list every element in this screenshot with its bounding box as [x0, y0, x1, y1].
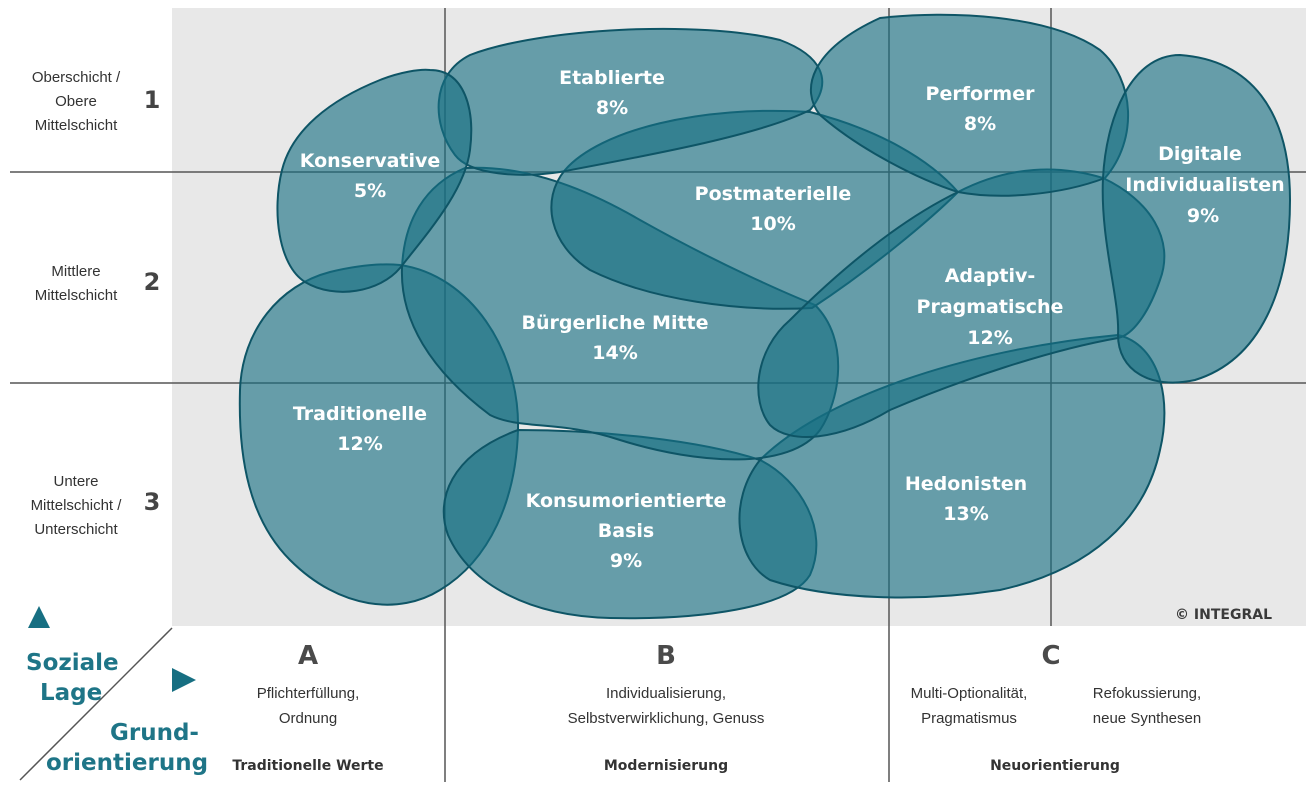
row-2-label-line1: Mittlere — [51, 263, 100, 280]
share-postmaterielle: 10% — [750, 213, 795, 235]
label-digitale-line2: Individualisten — [1125, 174, 1284, 196]
blob-digitale — [1101, 53, 1292, 384]
share-digitale: 9% — [1187, 205, 1219, 227]
share-adaptiv: 12% — [967, 327, 1012, 349]
blob-konservative — [276, 68, 473, 293]
column-a-letter: A — [298, 641, 318, 671]
row-1-label-line2: Obere — [55, 93, 97, 110]
axis-horizontal-title-line2: orientierung — [46, 750, 208, 776]
copyright-notice: © INTEGRAL — [1175, 607, 1272, 623]
row-3-label-line1: Untere — [53, 473, 98, 490]
column-a-bottom: Traditionelle Werte — [232, 758, 383, 774]
blob-performer — [809, 13, 1130, 197]
row-1-label-line3: Mittelschicht — [35, 117, 118, 134]
share-performer: 8% — [964, 113, 996, 135]
label-konsum-line1: Konsumorientierte — [526, 490, 727, 512]
column-a-desc-line2: Ordnung — [279, 710, 337, 727]
column-c1-desc-line2: Pragmatismus — [921, 710, 1017, 727]
column-b-bottom: Modernisierung — [604, 758, 728, 774]
milieu-blobs — [238, 13, 1292, 620]
row-3-number: 3 — [144, 488, 161, 516]
row-1-label-line1: Oberschicht / — [32, 69, 121, 86]
share-etablierte: 8% — [596, 97, 628, 119]
arrow-right-icon — [172, 668, 196, 692]
share-hedonisten: 13% — [943, 503, 988, 525]
label-adaptiv-line2: Pragmatische — [917, 296, 1064, 318]
axis-horizontal-title-line1: Grund- — [110, 720, 199, 746]
row-3-label-line3: Unterschicht — [34, 521, 118, 538]
label-hedonisten: Hedonisten — [905, 473, 1027, 495]
row-2-label-line2: Mittelschicht — [35, 287, 118, 304]
column-a-desc-line1: Pflichterfüllung, — [257, 685, 360, 702]
label-konsum-line2: Basis — [598, 520, 654, 542]
label-traditionelle: Traditionelle — [293, 403, 427, 425]
label-adaptiv-line1: Adaptiv- — [945, 265, 1036, 287]
column-c1-desc-line1: Multi-Optionalität, — [911, 685, 1028, 702]
arrow-up-icon — [28, 606, 50, 628]
column-b-letter: B — [656, 641, 676, 671]
share-konservative: 5% — [354, 180, 386, 202]
column-labels: A Pflichterfüllung, Ordnung Traditionell… — [232, 641, 1201, 774]
label-buergerliche: Bürgerliche Mitte — [521, 312, 708, 334]
share-buergerliche: 14% — [592, 342, 637, 364]
axis-vertical-title-line1: Soziale — [26, 650, 119, 676]
axis-titles: Soziale Lage Grund- orientierung — [26, 606, 208, 776]
axis-vertical-title-line2: Lage — [40, 680, 102, 706]
column-b-desc-line2: Selbstverwirklichung, Genuss — [568, 710, 765, 727]
row-3-label-line2: Mittelschicht / — [31, 497, 123, 514]
column-c-letter: C — [1041, 641, 1060, 671]
milieu-labels: Konservative 5% Etablierte 8% Performer … — [293, 67, 1285, 572]
column-c-bottom: Neuorientierung — [990, 758, 1120, 774]
share-konsum: 9% — [610, 550, 642, 572]
label-digitale-line1: Digitale — [1158, 143, 1242, 165]
column-c2-desc-line2: neue Synthesen — [1093, 710, 1201, 727]
column-b-desc-line1: Individualisierung, — [606, 685, 726, 702]
column-c2-desc-line1: Refokussierung, — [1093, 685, 1201, 702]
label-performer: Performer — [926, 83, 1036, 105]
label-konservative: Konservative — [300, 150, 441, 172]
row-2-number: 2 — [144, 268, 161, 296]
share-traditionelle: 12% — [337, 433, 382, 455]
label-postmaterielle: Postmaterielle — [695, 183, 852, 205]
row-labels: Oberschicht / Obere Mittelschicht 1 Mitt… — [31, 69, 161, 538]
row-1-number: 1 — [144, 86, 161, 114]
label-etablierte: Etablierte — [559, 67, 665, 89]
